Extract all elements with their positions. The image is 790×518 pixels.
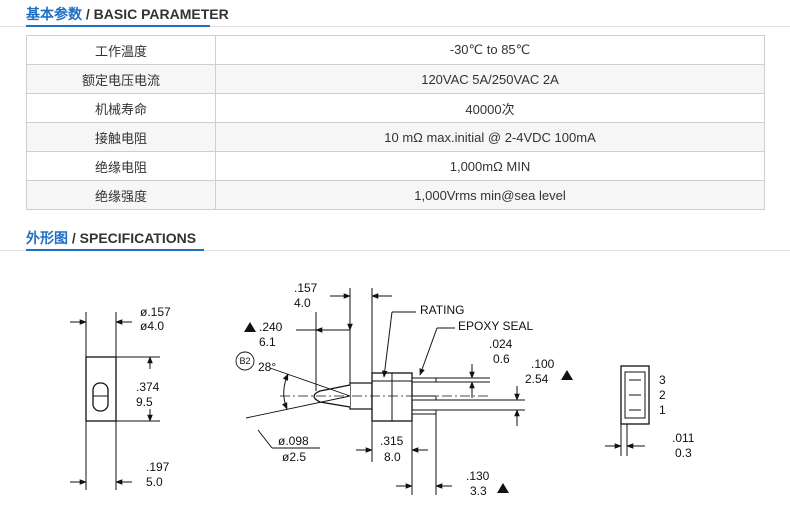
side-view [235, 288, 525, 495]
triangle-marker [497, 483, 509, 493]
dim-label: 5.0 [146, 475, 163, 489]
dim-label: .100 [531, 357, 555, 371]
triangle-marker [561, 370, 573, 380]
dim-label: ø4.0 [140, 319, 164, 333]
front-view [70, 312, 160, 490]
specifications-header: 外形图 / SPECIFICATIONS [0, 224, 790, 251]
dim-label: .197 [146, 460, 170, 474]
b2-callout [235, 351, 255, 371]
dim-label: 0.3 [675, 446, 692, 460]
dim-label: 3.3 [470, 484, 487, 498]
dim-label: 0.6 [493, 352, 510, 366]
angle-label: 28° [258, 360, 276, 374]
dim-label: .240 [259, 320, 283, 334]
section-underline [26, 25, 210, 27]
dim-label: ø.157 [140, 305, 171, 319]
table-row: 工作温度-30℃ to 85℃ [26, 35, 765, 65]
dim-label: .374 [136, 380, 160, 394]
dim-label: .315 [380, 434, 404, 448]
dim-label: .130 [466, 469, 490, 483]
pin [411, 395, 437, 401]
pin [411, 409, 437, 415]
dim-label: 4.0 [294, 296, 311, 310]
section-underline [26, 249, 204, 251]
dim-label: 9.5 [136, 395, 153, 409]
dim-label: .024 [489, 337, 513, 351]
dim-label: ø.098 [278, 434, 309, 448]
dim-label: .157 [294, 281, 318, 295]
dim-label: 8.0 [384, 450, 401, 464]
toggle-lever [92, 382, 109, 412]
dim-label: ø2.5 [282, 450, 306, 464]
pin-number: 3 [659, 373, 666, 387]
pin-number: 2 [659, 388, 666, 402]
pin-number: 1 [659, 403, 666, 417]
pin [411, 377, 437, 383]
specifications-title: 外形图 / SPECIFICATIONS [26, 230, 197, 246]
basic-parameter-header: 基本参数 / BASIC PARAMETER [0, 0, 790, 27]
specification-drawing: ø.157 ø4.0 .374 9.5 .197 5.0 .157 4.0 .2… [70, 281, 695, 498]
b2-label: B2 [239, 356, 250, 366]
epoxy-seal-label: EPOXY SEAL [458, 319, 533, 333]
dim-label: 2.54 [525, 372, 549, 386]
triangle-marker [244, 322, 256, 332]
rating-label: RATING [420, 303, 464, 317]
dim-label: .011 [672, 431, 695, 445]
basic-parameter-title: 基本参数 / BASIC PARAMETER [26, 6, 229, 22]
end-view [605, 365, 650, 456]
dim-label: 6.1 [259, 335, 276, 349]
